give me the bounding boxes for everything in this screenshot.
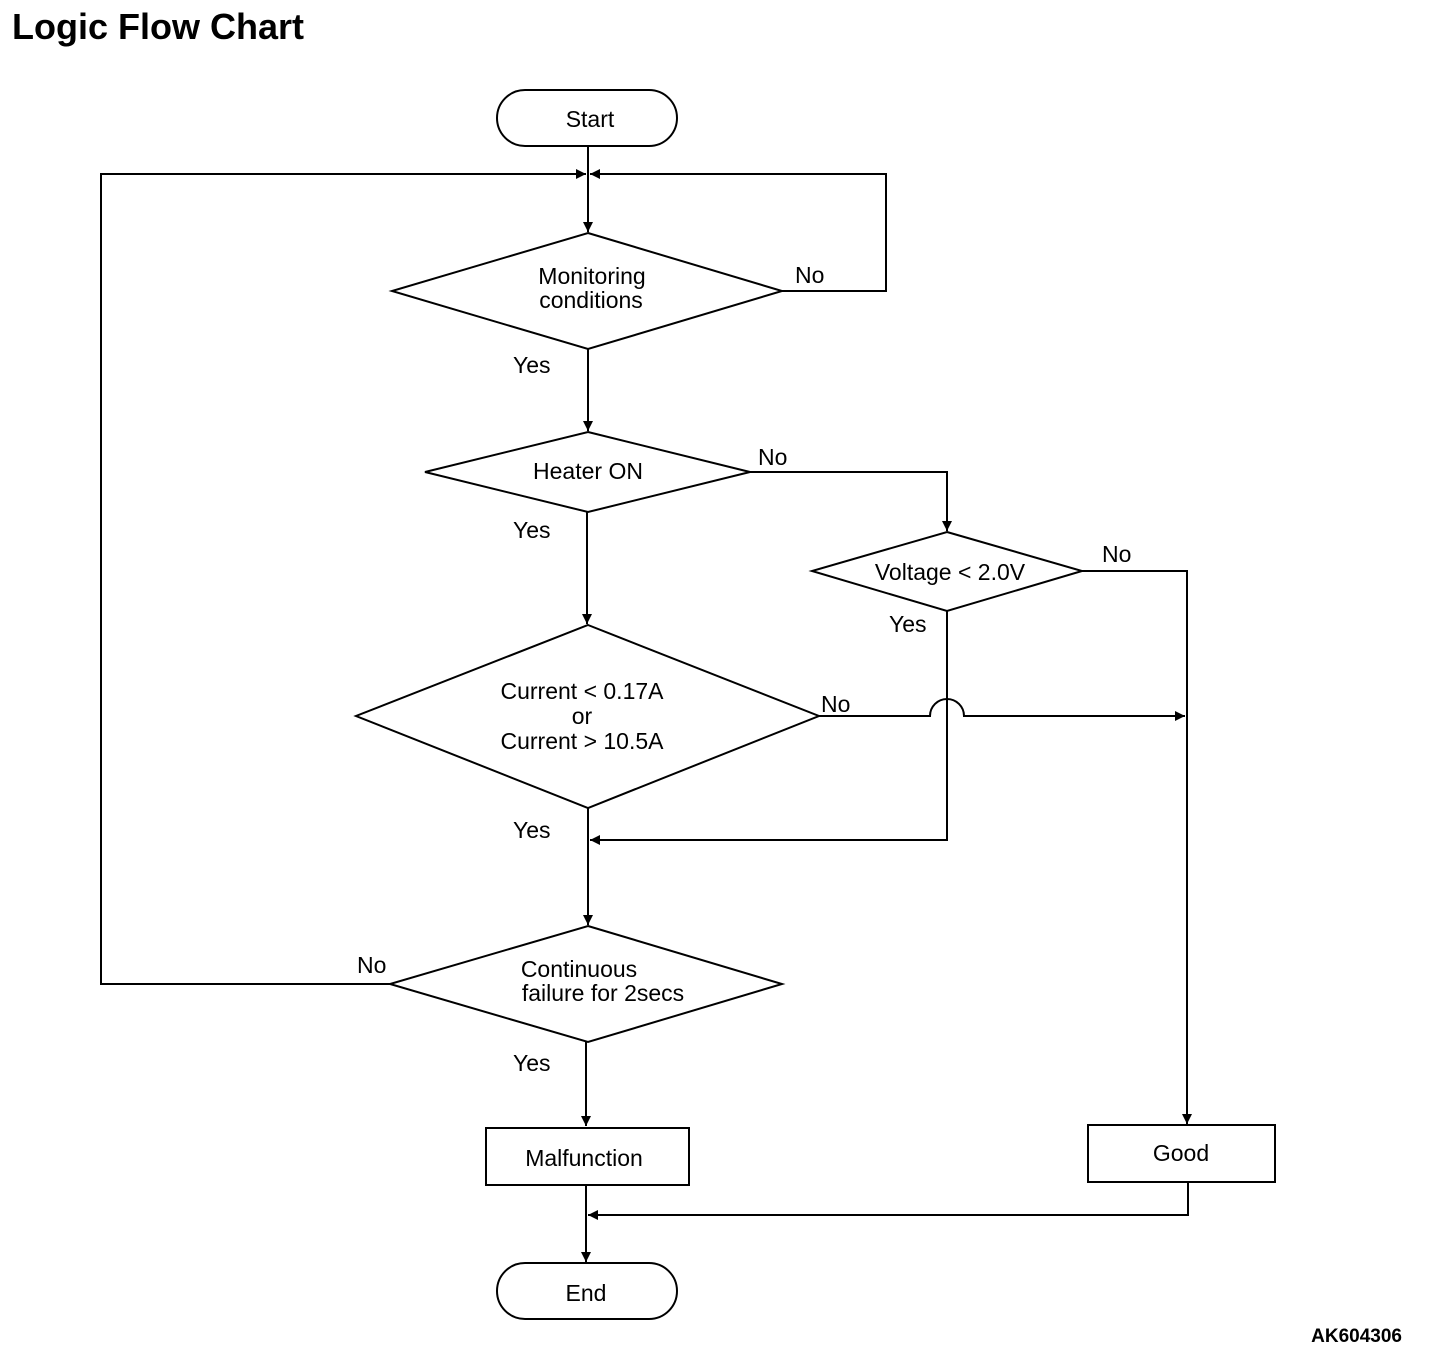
monitoring-yes-label: Yes [513,352,551,378]
page-title: Logic Flow Chart [12,6,304,47]
current-label-2: or [572,703,593,729]
continuous-yes-label: Yes [513,1050,551,1076]
edge-continuous-no-loop [100,169,586,985]
current-no-label: No [821,691,850,717]
continuous-label-2: failure for 2secs [522,980,684,1006]
voltage-label: Voltage < 2.0V [875,559,1026,585]
end-node [496,1262,678,1320]
branch-labels: No Yes No Yes No Yes No Yes No Yes [357,262,1131,1076]
voltage-yes-label: Yes [889,611,927,637]
current-label-3: Current > 10.5A [500,728,664,754]
heater-yes-label: Yes [513,517,551,543]
continuous-decision [386,924,786,1044]
monitoring-label-1: Monitoring [538,263,645,289]
continuous-label-1: Continuous [521,956,637,982]
monitoring-decision [388,231,786,351]
edge-heater-no [750,471,952,531]
connectors [100,146,1192,1262]
edge-current-no [819,698,1185,721]
malfunction-label: Malfunction [525,1145,643,1171]
monitoring-no-label: No [795,262,824,288]
heater-decision [424,430,751,514]
heater-no-label: No [758,444,787,470]
node-texts: Start Monitoring conditions Heater ON Vo… [500,106,1209,1306]
malfunction-box [485,1127,690,1186]
heater-label: Heater ON [533,458,643,484]
voltage-decision [808,530,1086,613]
good-box [1087,1124,1276,1183]
current-decision [353,623,822,810]
current-label-1: Current < 0.17A [500,678,664,704]
voltage-no-label: No [1102,541,1131,567]
edge-good-to-end [588,1182,1189,1220]
edge-voltage-yes [590,611,948,845]
good-label: Good [1153,1140,1209,1166]
figure-id: AK604306 [1311,1326,1402,1347]
continuous-no-label: No [357,952,386,978]
edge-voltage-no [1082,570,1192,1124]
start-label: Start [566,106,615,132]
end-label: End [566,1280,607,1306]
edge-monitoring-no-loop [590,169,887,292]
monitoring-label-2: conditions [539,287,643,313]
start-node [496,89,678,147]
current-yes-label: Yes [513,817,551,843]
shapes [353,89,1276,1320]
